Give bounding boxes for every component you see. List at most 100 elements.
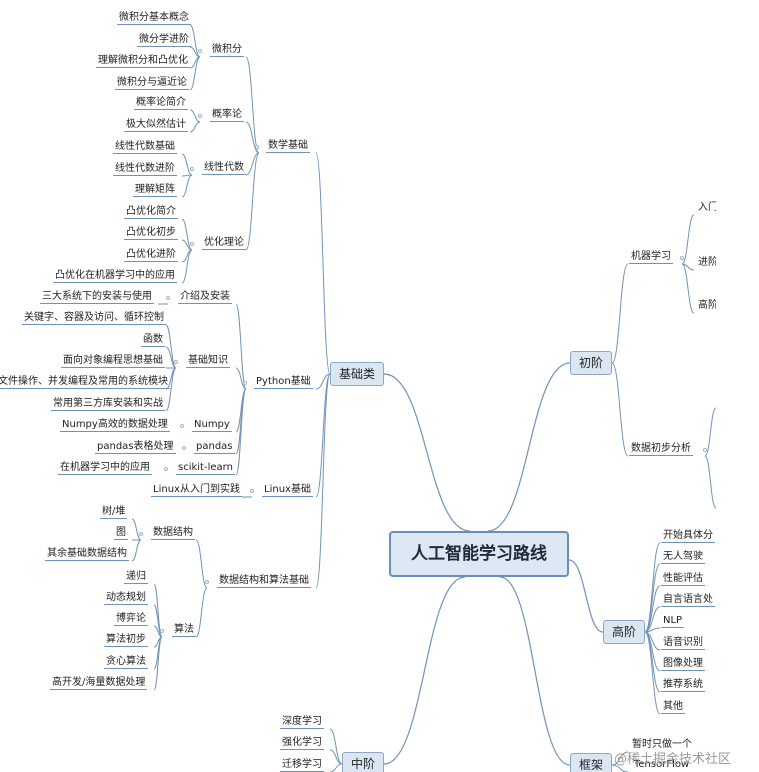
connector	[195, 587, 208, 638]
leaf-ml-mid[interactable]: 进阶	[698, 257, 718, 268]
collapse-dot[interactable]	[190, 167, 194, 171]
leaf-probability-2[interactable]: 极大似然估计	[124, 119, 188, 132]
branch-data-structures[interactable]: 数据结构	[151, 527, 195, 540]
category-middle[interactable]: 中阶	[342, 752, 384, 772]
connector	[315, 373, 331, 589]
leaf-algo-1[interactable]: 递归	[124, 571, 148, 584]
collapse-dot[interactable]	[198, 114, 202, 118]
connector	[704, 407, 717, 457]
leaf-python-intro-1[interactable]: 三大系统下的安装与使用	[40, 291, 154, 304]
collapse-dot[interactable]	[243, 381, 247, 385]
leaf-linear-3[interactable]: 理解矩阵	[133, 184, 177, 197]
branch-machine-learning[interactable]: 机器学习	[629, 251, 673, 264]
leaf-knowledge-4[interactable]: 文件操作、并发编程及常用的系统模块	[0, 375, 170, 389]
leaf-ds-2[interactable]: 图	[114, 527, 128, 540]
leaf-opt-3[interactable]: 凸优化进阶	[124, 249, 178, 262]
collapse-dot[interactable]	[205, 580, 209, 584]
branch-math[interactable]: 数学基础	[266, 140, 310, 153]
leaf-knowledge-3[interactable]: 面向对象编程思想基础	[61, 355, 165, 368]
connector	[153, 636, 163, 691]
leaf-probability-1[interactable]: 概率论简介	[134, 97, 188, 110]
leaf-mid-3[interactable]: 迁移学习	[280, 759, 324, 772]
category-advanced[interactable]: 高阶	[603, 620, 645, 644]
branch-data-analysis[interactable]: 数据初步分析	[629, 443, 693, 456]
branch-pandas[interactable]: pandas	[194, 441, 235, 454]
leaf-adv-3[interactable]: 性能评估	[661, 573, 705, 586]
branch-python-knowledge[interactable]: 基础知识	[186, 355, 230, 368]
collapse-dot[interactable]	[139, 532, 143, 536]
root-node[interactable]: 人工智能学习路线	[389, 531, 569, 577]
leaf-ml-high[interactable]: 高阶	[698, 300, 718, 311]
collapse-dot[interactable]	[198, 49, 202, 53]
leaf-knowledge-2[interactable]: 函数	[141, 334, 165, 347]
leaf-knowledge-5[interactable]: 常用第三方库安装和实战	[51, 398, 165, 411]
leaf-calculus-4[interactable]: 微积分与逼近论	[115, 77, 189, 90]
leaf-calculus-1[interactable]: 微积分基本概念	[117, 12, 191, 25]
leaf-ds-1[interactable]: 树/堆	[100, 506, 128, 519]
category-basic[interactable]: 基础类	[330, 362, 384, 386]
branch-sklearn[interactable]: scikit-learn	[176, 462, 235, 475]
branch-calculus[interactable]: 微积分	[210, 44, 244, 57]
branch-linux[interactable]: Linux基础	[262, 484, 313, 497]
collapse-dot[interactable]	[255, 145, 259, 149]
branch-dsa[interactable]: 数据结构和算法基础	[217, 575, 311, 588]
leaf-linux-1[interactable]: Linux从入门到实践	[151, 484, 242, 497]
leaf-sklearn-1[interactable]: 在机器学习中的应用	[58, 462, 152, 475]
leaf-opt-2[interactable]: 凸优化初步	[124, 227, 178, 240]
leaf-knowledge-1[interactable]: 关键字、容器及访问、循环控制	[22, 312, 166, 325]
branch-python-intro[interactable]: 介绍及安装	[178, 291, 232, 304]
leaf-adv-9[interactable]: 其他	[661, 701, 685, 714]
leaf-algo-4[interactable]: 算法初步	[104, 634, 148, 647]
branch-numpy[interactable]: Numpy	[192, 419, 232, 432]
collapse-dot[interactable]	[180, 424, 184, 428]
collapse-dot[interactable]	[190, 242, 194, 246]
leaf-algo-2[interactable]: 动态规划	[104, 592, 148, 605]
leaf-adv-2[interactable]: 无人驾驶	[661, 551, 705, 564]
connector	[315, 373, 331, 390]
leaf-calculus-3[interactable]: 理解微积分和凸优化	[96, 55, 190, 68]
leaf-adv-7[interactable]: 图像处理	[661, 658, 705, 671]
leaf-calculus-2[interactable]: 微分学进阶	[137, 34, 191, 47]
collapse-dot[interactable]	[680, 256, 684, 260]
leaf-algo-6[interactable]: 高开发/海量数据处理	[50, 677, 148, 690]
branch-algorithms[interactable]: 算法	[172, 624, 196, 637]
branch-python[interactable]: Python基础	[254, 376, 313, 389]
collapse-dot[interactable]	[182, 446, 186, 450]
leaf-opt-4[interactable]: 凸优化在机器学习中的应用	[53, 270, 177, 283]
leaf-linear-2[interactable]: 线性代数进阶	[113, 163, 177, 176]
leaf-ds-3[interactable]: 其余基础数据结构	[45, 548, 129, 561]
category-beginner[interactable]: 初阶	[570, 351, 612, 375]
leaf-mid-2[interactable]: 强化学习	[280, 737, 324, 750]
leaf-opt-1[interactable]: 凸优化简介	[124, 206, 178, 219]
collapse-dot[interactable]	[703, 448, 707, 452]
leaf-ml-entry[interactable]: 入门	[698, 202, 718, 213]
connector	[681, 263, 695, 271]
branch-optimization[interactable]: 优化理论	[202, 237, 246, 250]
leaf-algo-5[interactable]: 贪心算法	[104, 656, 148, 669]
connector	[329, 763, 343, 772]
leaf-algo-3[interactable]: 博弈论	[114, 613, 148, 626]
collapse-dot[interactable]	[160, 629, 164, 633]
leaf-framework-1[interactable]: 暂时只做一个	[632, 739, 692, 750]
collapse-dot[interactable]	[250, 489, 254, 493]
branch-linear-algebra[interactable]: 线性代数	[202, 162, 246, 175]
leaf-mid-1[interactable]: 深度学习	[280, 716, 324, 729]
leaf-adv-4[interactable]: 自言语言处	[661, 594, 715, 607]
category-framework[interactable]: 框架	[570, 753, 612, 772]
connector	[195, 539, 208, 589]
collapse-dot[interactable]	[166, 296, 170, 300]
connector	[131, 539, 142, 562]
connector	[383, 373, 471, 532]
leaf-adv-6[interactable]: 语音识别	[661, 637, 705, 650]
leaf-adv-8[interactable]: 推荐系统	[661, 679, 705, 692]
collapse-dot[interactable]	[164, 467, 168, 471]
collapse-dot[interactable]	[174, 360, 178, 364]
leaf-adv-5[interactable]: NLP	[661, 615, 685, 628]
branch-probability[interactable]: 概率论	[210, 109, 244, 122]
leaf-pandas-1[interactable]: pandas表格处理	[95, 441, 176, 454]
leaf-numpy-1[interactable]: Numpy高效的数据处理	[60, 419, 170, 432]
connector	[189, 56, 201, 91]
leaf-linear-1[interactable]: 线性代数基础	[113, 141, 177, 154]
leaf-adv-1[interactable]: 开始具体分	[661, 530, 715, 543]
leaf-framework-2[interactable]: TensorFlow	[634, 759, 690, 770]
